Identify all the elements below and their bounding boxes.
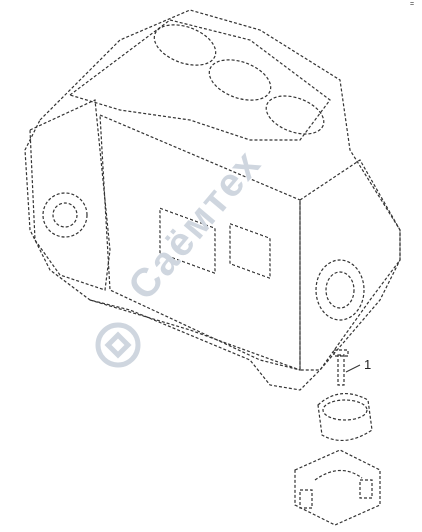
cylinder-bore-1 bbox=[153, 24, 217, 66]
front-bore-inner bbox=[52, 202, 78, 228]
pan-rail bbox=[89, 299, 301, 371]
rear-bore-inner bbox=[325, 271, 355, 309]
cylinder-bore-2 bbox=[208, 59, 272, 101]
front-face-outline bbox=[29, 99, 111, 291]
top-deck-outline bbox=[68, 19, 331, 141]
corner-mark: = bbox=[410, 1, 415, 8]
bearing-cap-part bbox=[294, 449, 381, 526]
engine-block-outline bbox=[24, 9, 401, 391]
side-window-2 bbox=[229, 222, 271, 280]
front-bore bbox=[42, 192, 88, 238]
cylinder-bore-3 bbox=[265, 95, 325, 135]
callout-leader-line bbox=[345, 364, 361, 373]
rear-face-outline bbox=[299, 159, 401, 371]
part-callout-1: 1 bbox=[364, 357, 372, 372]
bolt-part bbox=[333, 349, 349, 386]
rear-bore bbox=[315, 259, 365, 321]
side-face-outline bbox=[99, 114, 301, 371]
bearing-shell-part bbox=[317, 393, 373, 441]
watermark-logo bbox=[95, 322, 141, 368]
side-window-1 bbox=[159, 207, 216, 275]
